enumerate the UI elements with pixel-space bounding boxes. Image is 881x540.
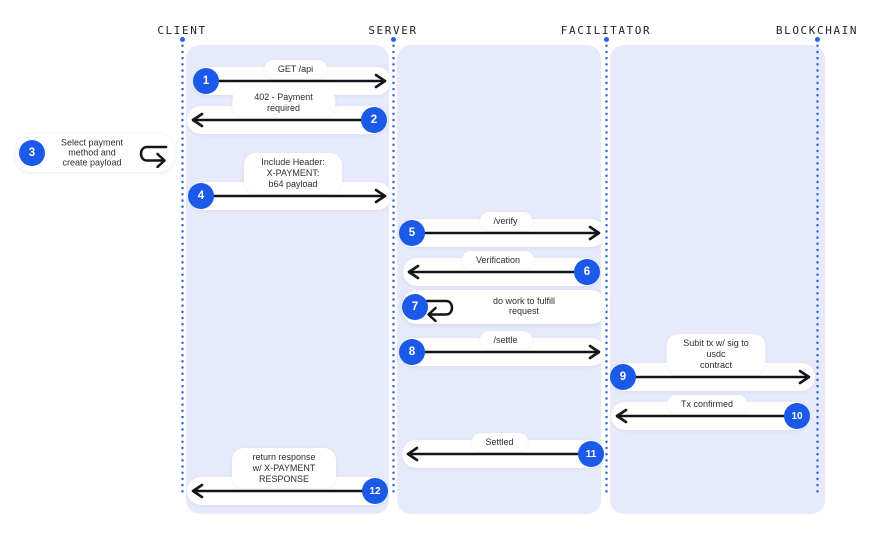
- actor-label-server: SERVER: [368, 24, 418, 37]
- message-label: Verification: [461, 251, 535, 269]
- self-loop-arrow-icon: [139, 145, 168, 168]
- lifeline-start-dot: [603, 37, 609, 42]
- lifeline-server: [391, 38, 395, 493]
- self-loop-arrow-stroke: [139, 145, 168, 162]
- arrow-right-icon: [199, 188, 387, 204]
- self-loop-arrow-stroke: [427, 306, 437, 322]
- lifeline-client: [180, 38, 184, 493]
- message-arrow-stroke: [406, 446, 419, 462]
- message-8: /settle: [399, 312, 605, 366]
- arrow-right-icon: [410, 344, 601, 360]
- message-label: Select payment method and create payload: [60, 137, 124, 167]
- message-arrow-stroke: [374, 188, 387, 204]
- lifeline-start-dot: [179, 37, 185, 42]
- message-12: return response w/ X-PAYMENT RESPONSE: [187, 448, 388, 505]
- arrow-right-icon: [621, 369, 811, 385]
- message-label: 402 - Payment required: [231, 88, 336, 117]
- arrow-left-icon: [191, 483, 377, 499]
- arrow-right-icon: [410, 225, 601, 241]
- step-number-badge: 2: [361, 107, 387, 133]
- message-label: GET /api: [263, 60, 328, 78]
- step-number-badge: 3: [19, 140, 45, 166]
- message-label: Subit tx w/ sig to usdc contract: [666, 334, 766, 374]
- message-label: Include Header: X-PAYMENT: b64 payload: [244, 153, 342, 193]
- lifeline-start-dot: [390, 37, 396, 42]
- actor-label-client: CLIENT: [157, 24, 207, 37]
- message-5: /verify: [399, 193, 605, 247]
- message-arrow-stroke: [615, 408, 628, 424]
- self-loop-arrow-icon: [425, 299, 454, 322]
- message-9: Subit tx w/ sig to usdc contract: [610, 334, 815, 391]
- self-loop-arrow-stroke: [425, 299, 454, 316]
- message-label: Tx confirmed: [666, 395, 748, 413]
- message-label: return response w/ X-PAYMENT RESPONSE: [232, 448, 336, 488]
- message-arrow-stroke: [191, 112, 204, 128]
- lifeline-blockchain: [815, 38, 819, 493]
- step-number-badge: 4: [188, 183, 214, 209]
- message-arrow-stroke: [798, 369, 811, 385]
- message-6: Verification: [403, 232, 600, 286]
- actor-label-facilitator: FACILITATOR: [560, 24, 652, 37]
- step-number-badge: 7: [402, 294, 428, 320]
- message-label: /verify: [479, 212, 532, 230]
- lane-background: [610, 45, 825, 514]
- self-loop-arrow-stroke: [156, 152, 166, 168]
- message-arrow-stroke: [374, 73, 387, 89]
- message-label: /settle: [479, 331, 532, 349]
- message-label: do work to fulfill request: [492, 296, 556, 316]
- message-11: Settled: [402, 414, 604, 468]
- arrow-left-icon: [407, 264, 589, 280]
- actor-label-blockchain: BLOCKCHAIN: [775, 24, 859, 37]
- arrow-right-icon: [204, 73, 387, 89]
- step-number-badge: 9: [610, 364, 636, 390]
- step-number-badge: 10: [784, 403, 810, 429]
- step-number-badge: 5: [399, 220, 425, 246]
- message-arrow-stroke: [191, 483, 204, 499]
- message-arrow-stroke: [588, 344, 601, 360]
- arrow-left-icon: [191, 112, 376, 128]
- message-arrow-stroke: [588, 225, 601, 241]
- message-arrow-stroke: [407, 264, 420, 280]
- arrow-left-icon: [406, 446, 593, 462]
- message-label: Settled: [471, 433, 528, 451]
- step-number-badge: 8: [399, 339, 425, 365]
- arrow-left-icon: [615, 408, 799, 424]
- step-number-badge: 1: [193, 68, 219, 94]
- message-2: 402 - Payment required: [187, 80, 387, 134]
- message-4: Include Header: X-PAYMENT: b64 payload: [188, 153, 391, 210]
- message-10: Tx confirmed: [611, 376, 810, 430]
- step-number-badge: 12: [362, 478, 388, 504]
- lifeline-facilitator: [604, 38, 608, 493]
- lifeline-start-dot: [814, 37, 820, 42]
- step-number-badge: 6: [574, 259, 600, 285]
- step-number-badge: 11: [578, 441, 604, 467]
